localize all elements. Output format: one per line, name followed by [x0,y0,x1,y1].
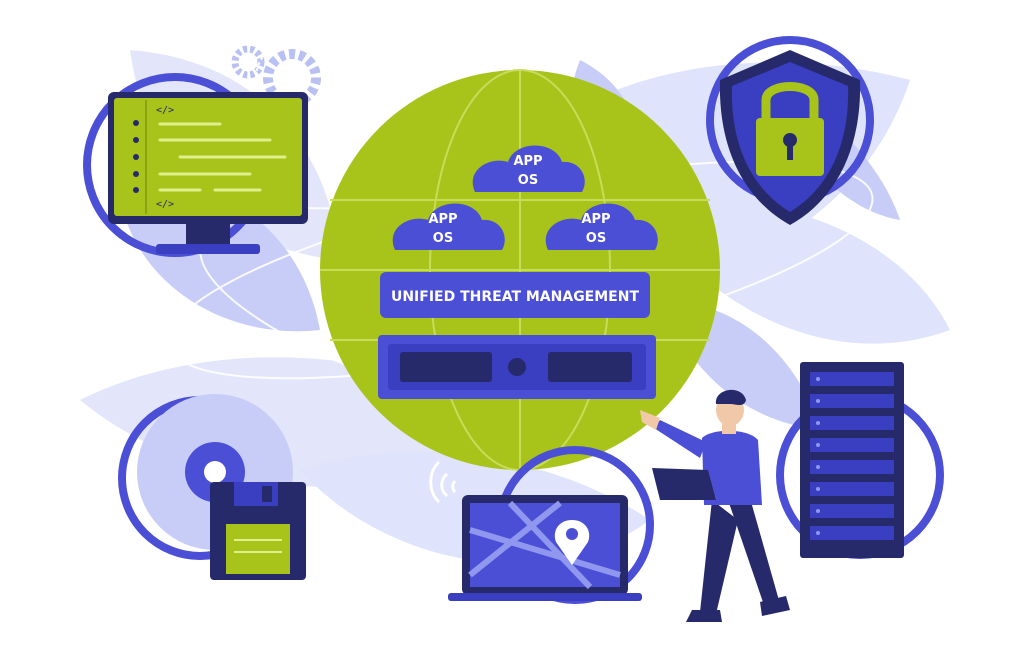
cloud-icon [472,145,585,192]
shield-lock-icon [706,36,874,225]
utm-banner: UNIFIED THREAT MANAGEMENT [380,272,650,318]
cloud-left-line2: OS [433,231,453,246]
cloud-top: APP OS [472,145,585,192]
globe [320,69,720,471]
cloud-icon [545,203,658,250]
banner-title: UNIFIED THREAT MANAGEMENT [391,289,639,305]
server-rack-icon [776,362,944,559]
code-tag-close: </> [156,199,174,210]
cloud-top-line2: OS [518,173,538,188]
cloud-right-line1: APP [581,212,610,227]
cloud-top-line1: APP [513,154,542,169]
cloud-left-line1: APP [428,212,457,227]
laptop-map-icon [448,446,654,604]
wifi-signal-icon [429,460,457,504]
code-tag-open: </> [156,105,174,116]
cloud-right-line2: OS [586,231,606,246]
cloud-icon [392,203,505,250]
firewall-appliance [378,335,656,399]
cloud-left: APP OS [392,203,505,250]
map-pin-icon [554,520,590,565]
code-monitor-icon: </> </> [83,73,308,257]
floppy-disk-icon [210,482,306,580]
cloud-right: APP OS [545,203,658,250]
person-figure [640,389,790,622]
